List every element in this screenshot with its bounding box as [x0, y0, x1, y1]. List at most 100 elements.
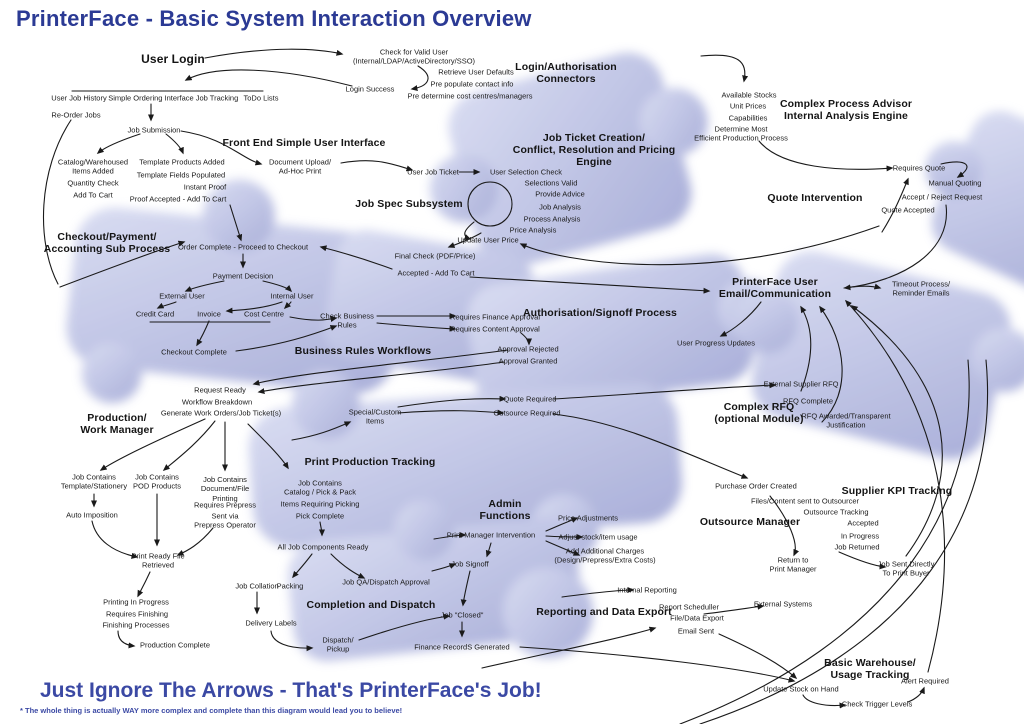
- arrow-0: [204, 48, 344, 59]
- check-valid-user: Check for Valid User (Internal/LDAP/Acti…: [352, 47, 476, 66]
- arrow-22: [257, 361, 505, 394]
- approval-rejected: Approval Rejected: [497, 344, 559, 354]
- puzzle-piece: [925, 111, 1024, 295]
- printing-in-progress: Printing In Progress: [103, 597, 169, 607]
- arrow-1: [410, 65, 429, 92]
- user-progress-updates: User Progress Updates: [677, 338, 755, 348]
- price-analysis: Price Analysis: [509, 225, 557, 235]
- arrow-59: [545, 533, 584, 540]
- quantity-check: Quantity Check: [67, 178, 119, 188]
- finishing-processes: Finishing Processes: [102, 620, 170, 630]
- login-success: Login Success: [345, 84, 395, 94]
- outsource-required: Outsource Required: [493, 408, 561, 418]
- job-tracking: Job Tracking: [195, 93, 239, 103]
- packing: Packing: [276, 581, 304, 591]
- user-selection-check: User Selection Check: [489, 167, 563, 177]
- purchase-order-created: Purchase Order Created: [715, 481, 797, 491]
- job-closed: Job "Closed": [440, 610, 484, 620]
- requires-quote: Requires Quote: [892, 163, 946, 173]
- arrow-19: [376, 322, 457, 332]
- business-rules-workflows: Business Rules Workflows: [294, 344, 432, 357]
- arrow-43: [291, 421, 352, 441]
- accepted-add-to-cart: Accepted - Add To Cart: [397, 268, 475, 278]
- admin-functions: Admin Functions: [479, 497, 531, 522]
- arrow-12: [881, 177, 909, 233]
- credit-card: Credit Card: [135, 309, 175, 319]
- arrow-32: [59, 240, 186, 288]
- arrow-2: [184, 69, 353, 87]
- arrow-74: [469, 276, 711, 294]
- template-products-added: Template Products Added: [139, 157, 225, 167]
- order-complete: Order Complete - Proceed to Checkout: [177, 242, 309, 252]
- arrow-37: [553, 382, 777, 400]
- front-end-interface: Front End Simple User Interface: [222, 136, 386, 149]
- arrow-76: [819, 305, 843, 423]
- arrow-81: [699, 359, 989, 724]
- arrow-34: [447, 232, 482, 248]
- arrow-78: [481, 626, 657, 669]
- arrow-65: [703, 603, 765, 615]
- job-contains-template: Job Contains Template/Stationery: [60, 472, 128, 491]
- arrow-55: [358, 613, 451, 641]
- job-ticket-creation: Job Ticket Creation/ Conflict, Resolutio…: [512, 131, 676, 169]
- arrow-39: [99, 418, 206, 471]
- arrow-49: [117, 630, 136, 649]
- pre-determine-cost: Pre determine cost centres/managers: [407, 91, 533, 101]
- template-fields-populated: Template Fields Populated: [136, 170, 226, 180]
- internal-reporting: Internal Reporting: [617, 585, 677, 595]
- finance-records: Finance RecordS Generated: [414, 642, 510, 652]
- puzzle-piece: [287, 500, 594, 661]
- check-business-rules: Check Business Rules: [320, 311, 374, 330]
- arrow-47: [176, 527, 214, 556]
- arrow-42: [247, 423, 289, 470]
- request-ready: Request Ready: [194, 385, 246, 395]
- arrow-63: [431, 563, 457, 572]
- report-scheduller: Report Scheduller: [658, 602, 720, 612]
- printerface-email: PrinterFace User Email/Communication: [718, 275, 832, 300]
- reporting-data-export: Reporting and Data Export: [536, 605, 672, 618]
- alert-required: Alert Required: [901, 676, 949, 686]
- job-contains-document: Job Contains Document/File Printing: [200, 474, 250, 503]
- selections-valid: Selections Valid: [524, 178, 578, 188]
- arrow-62: [485, 542, 492, 558]
- arrow-10: [758, 140, 894, 172]
- arrow-24: [184, 280, 225, 292]
- arrow-28: [283, 301, 292, 310]
- dispatch-pickup: Dispatch/ Pickup: [322, 635, 354, 654]
- arrow-36: [397, 409, 505, 416]
- job-contains-pod: Job Contains POD Products: [133, 472, 181, 491]
- catalog-warehoused: Catalog/Warehoused Items Added: [57, 157, 129, 176]
- arrow-17: [235, 325, 338, 352]
- manual-quoting: Manual Quoting: [928, 178, 982, 188]
- arrow-80: [679, 359, 970, 724]
- arrow-7: [340, 160, 414, 172]
- pre-populate-contact: Pre populate contact info: [430, 79, 514, 89]
- arrow-68: [907, 686, 925, 703]
- cost-centre: Cost Centre: [243, 309, 285, 319]
- all-job-components: All Job Components Ready: [277, 542, 369, 552]
- external-supplier-rfq: External Supplier RFQ: [763, 379, 839, 389]
- proof-accepted: Proof Accepted - Add To Cart: [129, 194, 227, 204]
- external-user: External User: [159, 291, 205, 301]
- arrow-51: [292, 553, 313, 579]
- accepted: Accepted: [847, 518, 879, 528]
- rfq-awarded: RFQ Awarded/Transparent Justification: [801, 411, 891, 430]
- arrow-27: [225, 301, 283, 314]
- arrow-45: [91, 520, 139, 559]
- accept-reject-request: Accept / Reject Request: [901, 192, 983, 202]
- complex-rfq: Complex RFQ (optional Module): [714, 400, 804, 425]
- job-signoff: Job Signoff: [451, 559, 489, 569]
- payment-decision: Payment Decision: [212, 271, 274, 281]
- file-data-export: File/Data Export: [670, 613, 724, 623]
- arrow-38: [552, 413, 749, 479]
- arrow-25: [262, 280, 293, 293]
- outsource-tracking: Outsource Tracking: [803, 507, 869, 517]
- items-requiring-picking: Items Requiring Picking: [280, 499, 360, 509]
- arrow-35: [397, 395, 507, 408]
- arrow-64: [561, 587, 635, 598]
- job-spec-subsystem: Job Spec Subsystem: [355, 197, 463, 210]
- complex-process-advisor: Complex Process Advisor Internal Analysi…: [779, 97, 913, 122]
- invoice: Invoice: [197, 309, 221, 319]
